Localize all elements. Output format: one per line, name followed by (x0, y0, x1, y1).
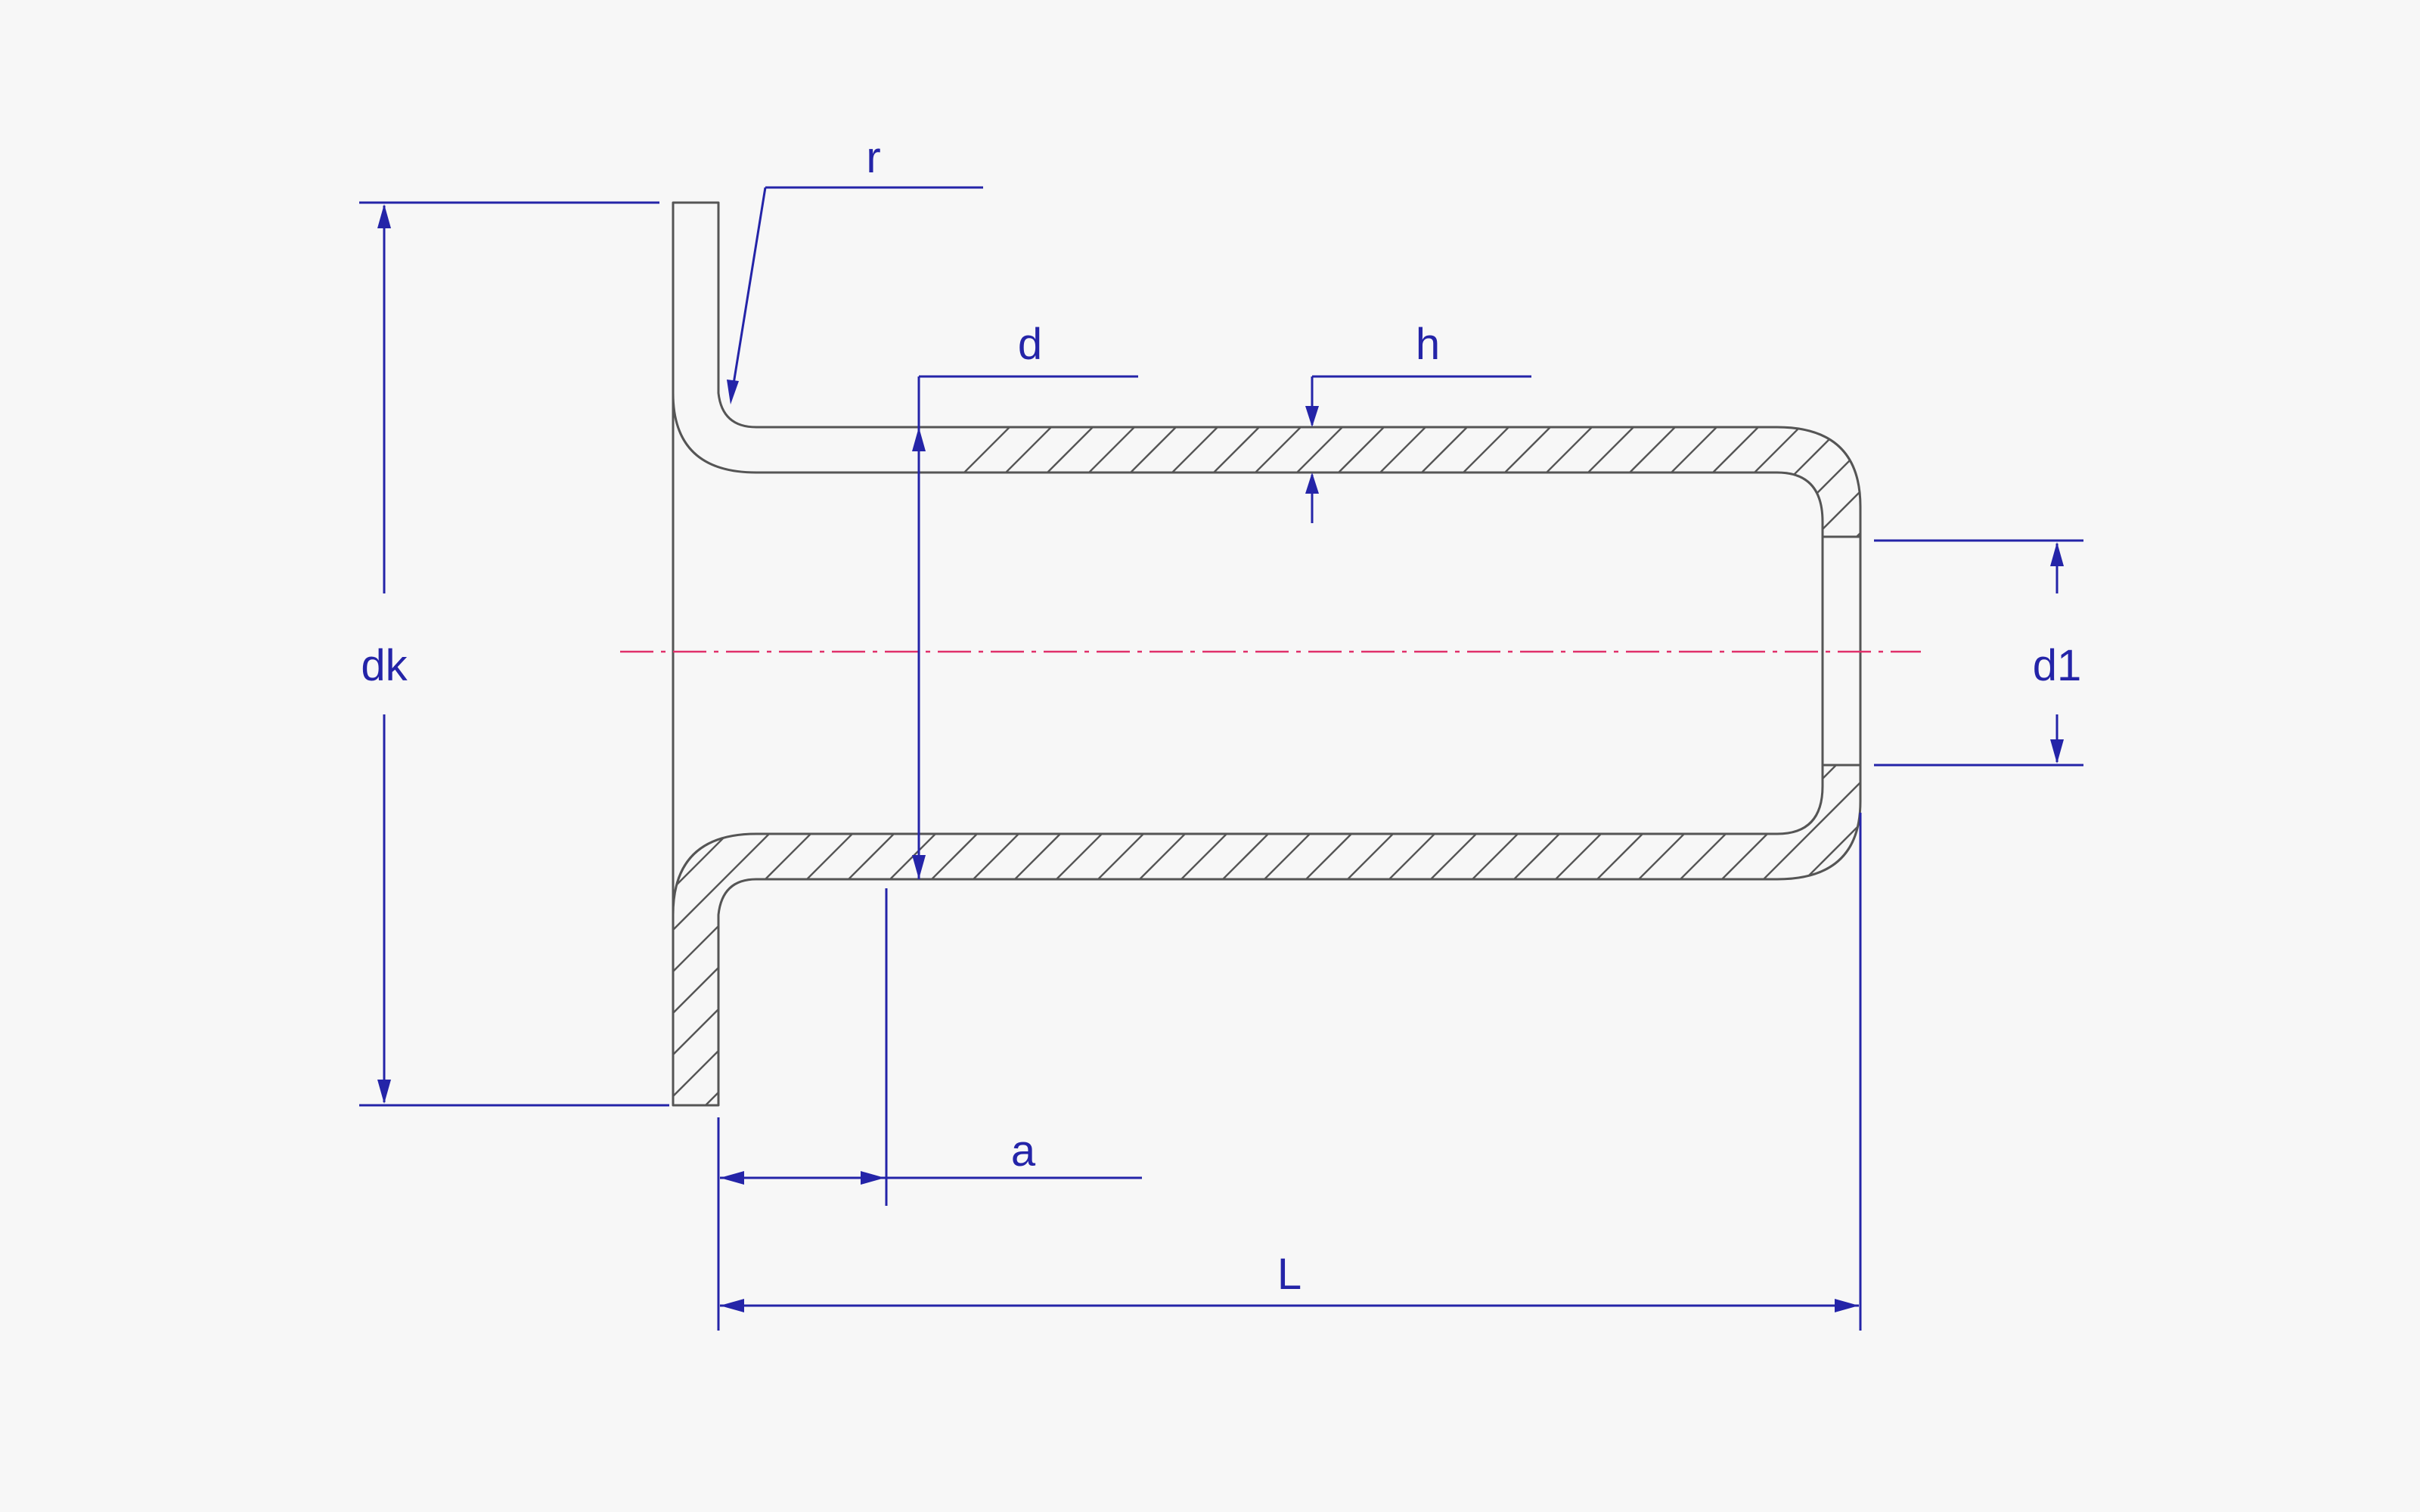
hatch-line (2216, 151, 2420, 1134)
hatch-line (1383, 203, 1860, 1105)
hatch-line (1466, 203, 1860, 1105)
section-hatching (673, 151, 2420, 1134)
hatch-line (1550, 203, 1860, 1105)
a-arrow-left (720, 1171, 744, 1185)
hatch-line (842, 203, 1827, 1105)
hatch-line (967, 203, 1860, 1105)
hatch-line (1009, 203, 1860, 1105)
r-leader-arrow (727, 380, 739, 404)
hatch-line (2257, 151, 2420, 1134)
hatch-line (1425, 203, 1860, 1105)
hatch-line (2091, 151, 2420, 1134)
hatch-line (1799, 203, 1860, 1105)
hatch-line (1591, 203, 1860, 1105)
hatch-line (1758, 203, 1860, 1105)
rivet-outline (672, 201, 1862, 1107)
hatch-line (1508, 203, 1860, 1105)
dk-arrow-top (377, 204, 391, 228)
dimension-h: h (1305, 320, 1531, 523)
d-arrow-top (912, 427, 926, 451)
hatch-line (759, 203, 1744, 1105)
hatch-line (1925, 151, 2420, 1134)
dimension-a: a (717, 888, 1142, 1331)
a-label: a (1011, 1126, 1036, 1176)
h-arrow-top (1305, 406, 1319, 427)
L-arrow-right (1835, 1299, 1859, 1312)
d-arrow-bottom (912, 855, 926, 879)
hatch-line (1342, 203, 1860, 1105)
hatch-line (673, 203, 1453, 1105)
dk-arrow-bottom (377, 1080, 391, 1104)
hatch-line (1883, 151, 2420, 1134)
hatch-line (2174, 151, 2420, 1134)
hatch-line (1633, 203, 1860, 1105)
dimension-r: r (727, 133, 983, 404)
dimension-dk: dk (359, 201, 669, 1107)
d1-arrow-bottom (2050, 739, 2064, 764)
hatch-line (2049, 151, 2420, 1134)
a-arrow-right (861, 1171, 885, 1185)
dimension-d: d (912, 320, 1138, 879)
hatch-line (926, 203, 1860, 1105)
d-label: d (1018, 320, 1042, 369)
dimension-d1: d1 (1874, 539, 2083, 767)
hatch-line (673, 203, 1286, 1105)
hatch-line (673, 203, 1494, 1105)
hatch-line (2341, 151, 2420, 1134)
hatch-line (673, 203, 1578, 1105)
h-label: h (1416, 320, 1440, 369)
dk-label: dk (361, 641, 408, 690)
dimension-L: L (720, 813, 1862, 1331)
upper-wall-outline (672, 201, 1862, 538)
d1-arrow-top (2050, 542, 2064, 566)
r-label: r (866, 133, 880, 182)
L-arrow-left (720, 1299, 744, 1312)
hatch-line (673, 203, 1370, 1105)
hatch-line (2382, 151, 2420, 1134)
hatch-line (673, 203, 1536, 1105)
hatch-line (884, 203, 1860, 1105)
d1-label: d1 (2033, 641, 2082, 690)
hatch-line (2299, 151, 2420, 1134)
hatch-line (1841, 203, 1860, 1105)
hatch-line (1134, 203, 1860, 1105)
h-arrow-bottom (1305, 472, 1319, 494)
hatch-line (718, 203, 1702, 1105)
hatch-line (1092, 203, 1860, 1105)
hatch-line (1175, 203, 1860, 1105)
hatch-line (801, 203, 1786, 1105)
hatch-line (676, 203, 1661, 1105)
lower-wall-outline (672, 764, 1862, 1107)
L-label: L (1277, 1250, 1302, 1299)
hatch-line (673, 203, 1328, 1105)
hatch-line (1300, 203, 1860, 1105)
hatch-line (673, 203, 1619, 1105)
hatch-line (1050, 203, 1860, 1105)
hatch-line (1258, 203, 1860, 1105)
hatch-line (2133, 151, 2420, 1134)
r-leader-line (731, 187, 767, 394)
